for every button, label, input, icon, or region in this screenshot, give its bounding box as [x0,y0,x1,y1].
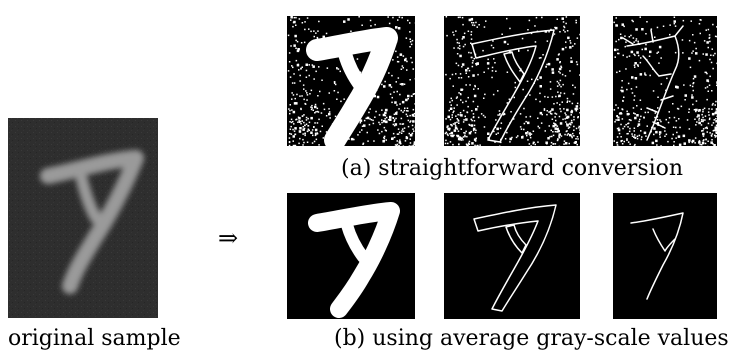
a-binary-image [287,16,415,146]
original-sample-caption: original sample [8,326,181,352]
a-contour-image [444,16,580,146]
b-contour-image [444,193,580,319]
caption-b: (b) using average gray-scale values [334,326,729,352]
caption-a: (a) straightforward conversion [341,156,683,182]
implies-arrow: ⇒ [218,224,238,252]
original-sample-image [8,118,158,318]
b-binary-image [287,193,415,319]
b-skeleton-image [613,193,717,319]
a-skeleton-image [613,16,717,146]
